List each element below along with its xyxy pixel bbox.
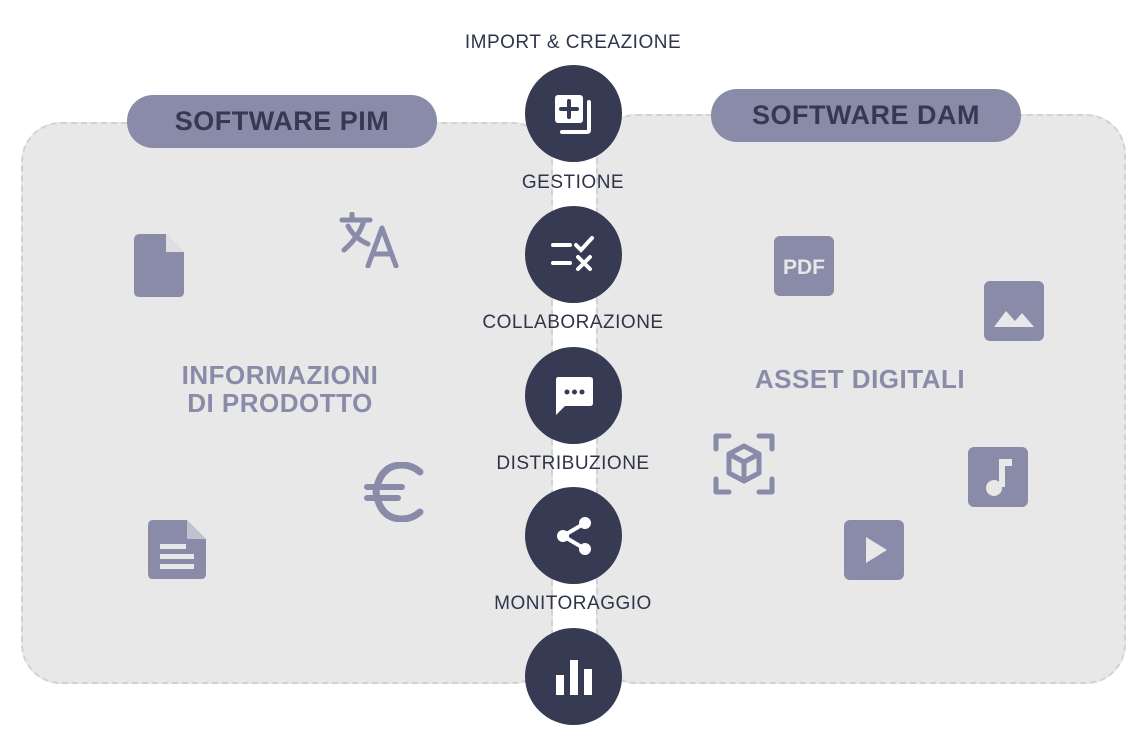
step-management-circle — [525, 206, 622, 303]
pdf-text: PDF — [783, 256, 825, 279]
step-label-import: IMPORT & CREAZIONE — [464, 32, 682, 53]
3d-object-icon — [713, 433, 775, 495]
bar-chart-icon — [555, 659, 592, 695]
pim-panel — [21, 122, 553, 684]
share-icon — [556, 516, 591, 555]
document-icon — [148, 520, 206, 579]
checklist-icon — [550, 235, 594, 271]
step-label-management: GESTIONE — [521, 172, 625, 193]
product-info-line2: DI PRODOTTO — [187, 388, 373, 418]
step-collaboration-circle — [525, 347, 622, 444]
step-label-monitoring: MONITORAGGIO — [494, 593, 652, 614]
pdf-icon: PDF — [774, 236, 834, 296]
digital-assets-label: ASSET DIGITALI — [754, 364, 966, 394]
pim-title-pill: SOFTWARE PIM — [127, 95, 437, 148]
translate-icon — [339, 212, 399, 268]
chat-icon — [555, 376, 593, 415]
step-label-distribution: DISTRIBUZIONE — [496, 453, 650, 474]
step-label-collaboration: COLLABORAZIONE — [482, 312, 664, 333]
file-icon — [134, 234, 184, 297]
dam-title-pill: SOFTWARE DAM — [711, 89, 1021, 142]
step-distribution-circle — [525, 487, 622, 584]
step-monitoring-circle — [525, 628, 622, 725]
music-icon — [968, 447, 1028, 507]
pim-title: SOFTWARE PIM — [174, 106, 390, 136]
video-play-icon — [844, 520, 904, 580]
euro-icon — [364, 462, 424, 522]
product-info-line1: INFORMAZIONI — [181, 360, 379, 390]
add-copy-icon — [554, 94, 591, 134]
dam-panel — [596, 114, 1126, 684]
product-info-label: INFORMAZIONI DI PRODOTTO — [140, 361, 420, 417]
dam-title: SOFTWARE DAM — [752, 100, 980, 130]
step-import-circle — [525, 65, 622, 162]
image-icon — [984, 281, 1044, 341]
